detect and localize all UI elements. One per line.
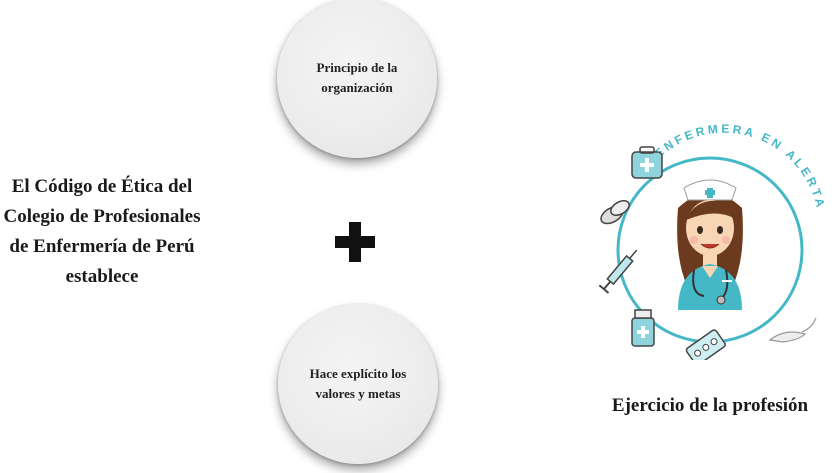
logo-arc-text: ENFERMERA EN ALERTA [652,122,829,212]
nurse-avatar [677,179,743,310]
values-circle-text: Hace explícito los valores y metas [309,366,407,401]
plus-icon [335,222,375,262]
principle-circle-text: Principio de la organización [316,60,398,95]
nurse-logo: ENFERMERA EN ALERTA [590,120,830,366]
profession-caption: Ejercicio de la profesión [611,395,809,416]
lamp-icon [768,317,817,343]
left-statement: El Código de Ética del Colegio de Profes… [3,176,201,287]
principle-circle: Principio de la organización [277,0,437,158]
pills-icon [600,200,630,225]
pill-pack-icon [685,329,726,366]
values-circle: Hace explícito los valores y metas [278,304,438,464]
syringe-icon [598,249,638,294]
medicine-bottle-icon [631,309,655,347]
first-aid-kit-icon [631,146,663,179]
